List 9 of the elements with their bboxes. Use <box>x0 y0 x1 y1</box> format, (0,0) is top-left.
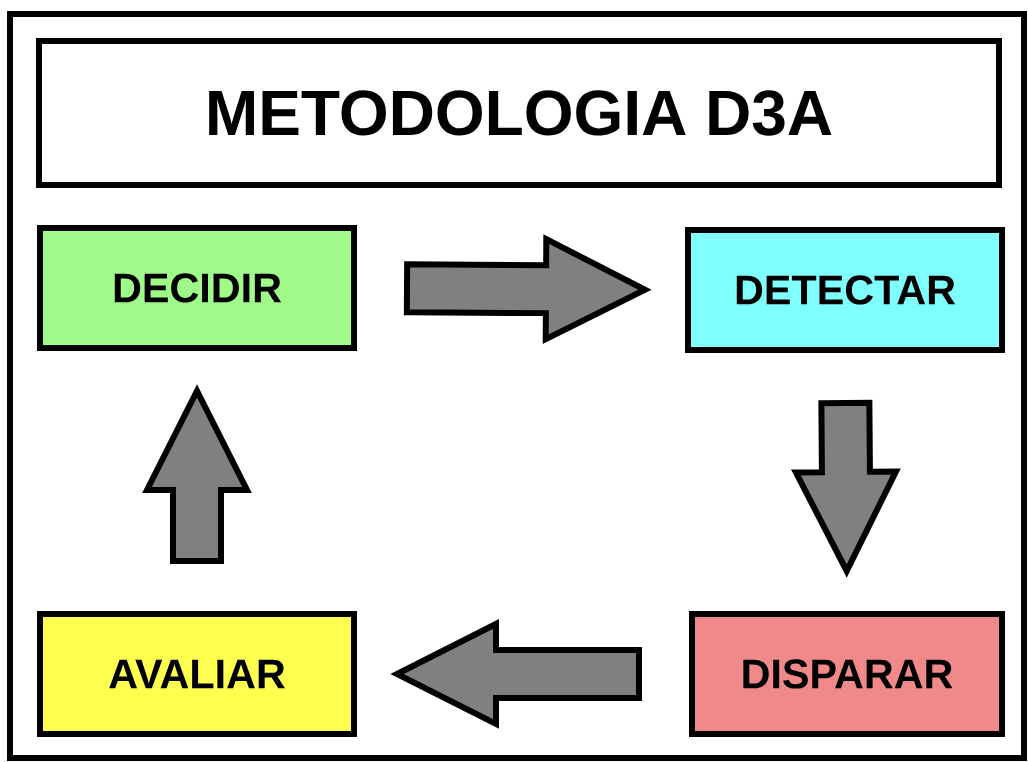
block-arrow <box>403 234 652 344</box>
step-box: AVALIAR <box>37 611 357 737</box>
step-box: DECIDIR <box>37 225 357 351</box>
block-arrow <box>142 384 252 564</box>
step-box: DISPARAR <box>689 611 1005 737</box>
block-arrow <box>390 619 642 729</box>
block-arrow <box>791 399 901 578</box>
title-box: METODOLOGIA D3A <box>36 38 1002 188</box>
step-box: DETECTAR <box>685 227 1005 353</box>
